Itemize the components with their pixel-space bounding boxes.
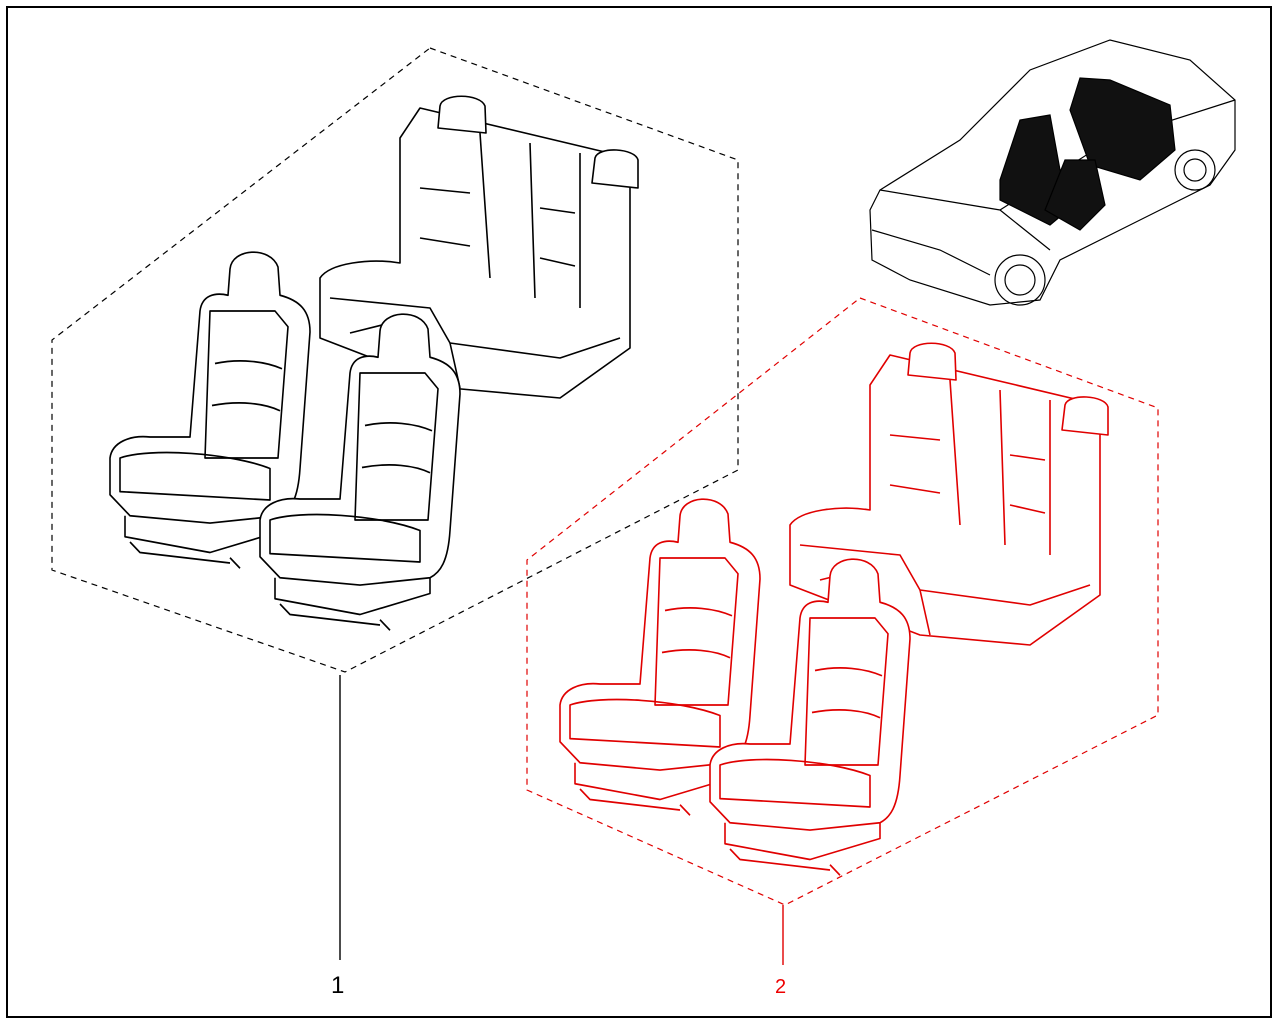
seat-set-2[interactable] <box>526 297 1159 965</box>
set-1-dashed-boundary <box>51 47 739 673</box>
diagram-frame <box>6 6 1272 1018</box>
seat-set-1[interactable] <box>51 47 739 960</box>
rear-bench-seat-1 <box>319 95 639 399</box>
callout-label-2[interactable]: 2 <box>775 976 787 998</box>
set-2-dashed-boundary <box>526 297 1159 906</box>
vehicle-locator-illustration <box>869 39 1236 306</box>
callout-label-1[interactable]: 1 <box>331 972 345 999</box>
